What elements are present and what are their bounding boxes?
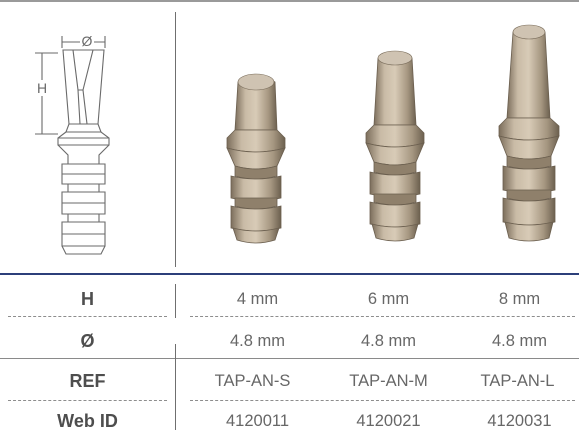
row-label-diameter: Ø	[80, 331, 95, 351]
web-id-value-small: 4120011	[225, 412, 289, 430]
height-value-medium: 6 mm	[367, 290, 410, 308]
diameter-dimension-label: Ø	[80, 33, 94, 49]
row-divider	[8, 316, 167, 317]
diameter-value-large: 4.8 mm	[491, 332, 547, 350]
ref-value-large: TAP-AN-L	[480, 372, 555, 390]
header-rule	[0, 273, 579, 275]
abutment-image-medium	[365, 50, 425, 242]
row-divider	[190, 316, 575, 317]
diameter-value-small: 4.8 mm	[229, 332, 285, 350]
abutment-image-large	[498, 24, 560, 242]
top-rule	[0, 0, 579, 2]
diameter-value-medium: 4.8 mm	[360, 332, 416, 350]
height-value-small: 4 mm	[236, 290, 279, 308]
abutment-schematic	[35, 36, 110, 255]
ref-value-medium: TAP-AN-M	[349, 372, 428, 390]
column-divider-image	[175, 12, 176, 267]
height-value-large: 8 mm	[498, 290, 541, 308]
row-label-web-id: Web ID	[57, 411, 118, 431]
column-divider-ref	[175, 344, 176, 430]
web-id-value-medium: 4120021	[356, 412, 421, 430]
abutment-image-small	[226, 73, 286, 244]
ref-value-small: TAP-AN-S	[214, 372, 291, 390]
section-rule	[0, 358, 579, 359]
row-label-ref: REF	[69, 371, 106, 391]
column-divider-values	[175, 284, 176, 318]
height-dimension-label: H	[35, 80, 49, 96]
row-divider	[190, 400, 575, 401]
web-id-value-large: 4120031	[487, 412, 552, 430]
row-divider	[8, 400, 167, 401]
row-label-height: H	[81, 289, 94, 309]
